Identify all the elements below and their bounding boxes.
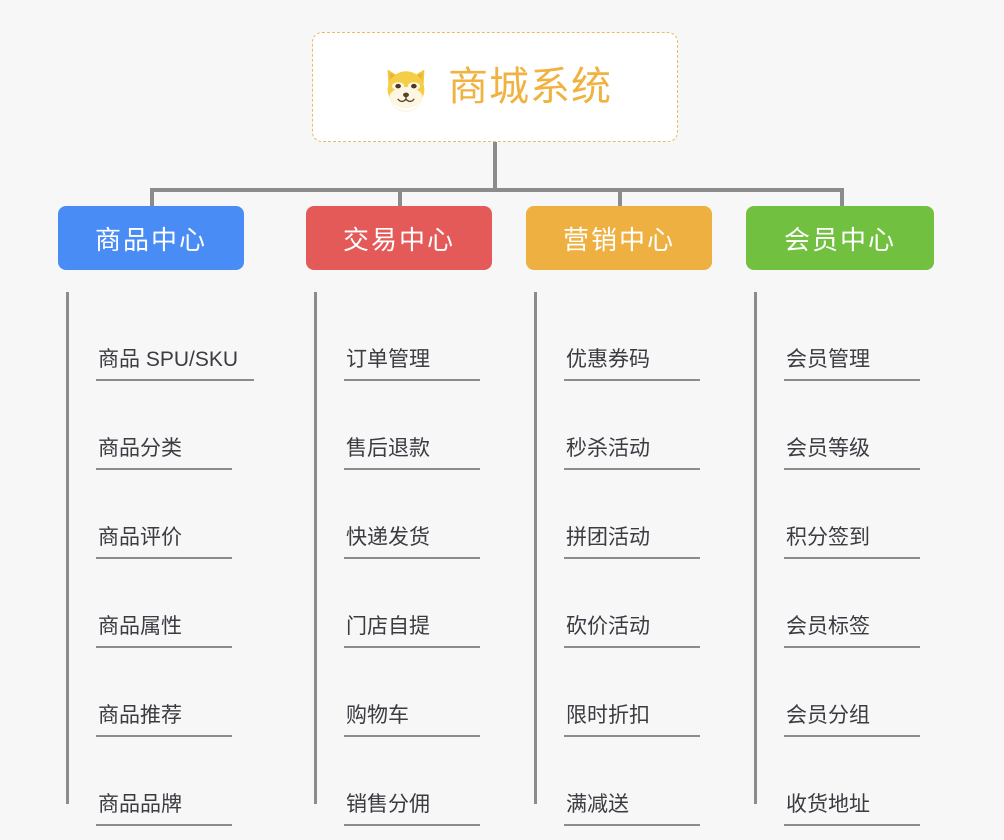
connector-root-stem bbox=[493, 142, 497, 190]
leaf-item[interactable]: 限时折扣 bbox=[564, 648, 746, 737]
leaf-label: 快递发货 bbox=[344, 527, 480, 559]
leaf-item[interactable]: 秒杀活动 bbox=[564, 381, 746, 470]
leaf-label: 售后退款 bbox=[344, 438, 480, 470]
category-header-trade-center[interactable]: 交易中心 bbox=[306, 206, 492, 270]
leaf-list-trade-center: 订单管理 售后退款 快递发货 门店自提 购物车 销售分佣 bbox=[306, 292, 526, 826]
column-trade-center: 交易中心 订单管理 售后退款 快递发货 门店自提 购物车 销售分佣 bbox=[306, 206, 526, 826]
leaf-list-product-center: 商品 SPU/SKU 商品分类 商品评价 商品属性 商品推荐 商品品牌 bbox=[58, 292, 278, 826]
leaf-label: 满减送 bbox=[564, 794, 700, 826]
leaf-label: 限时折扣 bbox=[564, 705, 700, 737]
column-marketing-center: 营销中心 优惠券码 秒杀活动 拼团活动 砍价活动 限时折扣 满减送 bbox=[526, 206, 746, 826]
category-header-marketing-center[interactable]: 营销中心 bbox=[526, 206, 712, 270]
connector-drop-3 bbox=[618, 188, 622, 212]
leaf-item[interactable]: 商品分类 bbox=[96, 381, 278, 470]
leaf-label: 商品评价 bbox=[96, 527, 232, 559]
leaf-label: 购物车 bbox=[344, 705, 480, 737]
leaf-item[interactable]: 会员管理 bbox=[784, 292, 966, 381]
leaf-trunk bbox=[534, 292, 537, 804]
leaf-label: 收货地址 bbox=[784, 794, 920, 826]
category-header-label: 会员中心 bbox=[783, 224, 896, 255]
leaf-item[interactable]: 砍价活动 bbox=[564, 559, 746, 648]
column-product-center: 商品中心 商品 SPU/SKU 商品分类 商品评价 商品属性 商品推荐 商品品牌 bbox=[58, 206, 278, 826]
category-header-label: 商品中心 bbox=[94, 224, 207, 255]
leaf-label: 砍价活动 bbox=[564, 616, 700, 648]
category-header-label: 营销中心 bbox=[562, 224, 675, 255]
category-header-member-center[interactable]: 会员中心 bbox=[746, 206, 934, 270]
leaf-item[interactable]: 会员分组 bbox=[784, 648, 966, 737]
category-header-label: 交易中心 bbox=[342, 224, 455, 255]
leaf-item[interactable]: 商品品牌 bbox=[96, 737, 278, 826]
category-header-product-center[interactable]: 商品中心 bbox=[58, 206, 244, 270]
connector-drop-2 bbox=[398, 188, 402, 212]
leaf-label: 门店自提 bbox=[344, 616, 480, 648]
leaf-label: 会员标签 bbox=[784, 616, 920, 648]
connector-bus bbox=[150, 188, 844, 192]
leaf-item[interactable]: 门店自提 bbox=[344, 559, 526, 648]
leaf-label: 销售分佣 bbox=[344, 794, 480, 826]
leaf-trunk bbox=[66, 292, 69, 804]
leaf-trunk bbox=[314, 292, 317, 804]
leaf-item[interactable]: 商品评价 bbox=[96, 470, 278, 559]
leaf-trunk bbox=[754, 292, 757, 804]
leaf-item[interactable]: 商品属性 bbox=[96, 559, 278, 648]
leaf-item[interactable]: 销售分佣 bbox=[344, 737, 526, 826]
leaf-item[interactable]: 会员等级 bbox=[784, 381, 966, 470]
connector-drop-1 bbox=[150, 188, 154, 212]
leaf-item[interactable]: 售后退款 bbox=[344, 381, 526, 470]
leaf-item[interactable]: 商品推荐 bbox=[96, 648, 278, 737]
leaf-list-member-center: 会员管理 会员等级 积分签到 会员标签 会员分组 收货地址 bbox=[746, 292, 966, 826]
leaf-label: 秒杀活动 bbox=[564, 438, 700, 470]
leaf-label: 会员等级 bbox=[784, 438, 920, 470]
root-title: 商城系统 bbox=[448, 65, 612, 109]
leaf-item[interactable]: 满减送 bbox=[564, 737, 746, 826]
leaf-item[interactable]: 收货地址 bbox=[784, 737, 966, 826]
leaf-item[interactable]: 订单管理 bbox=[344, 292, 526, 381]
leaf-label: 拼团活动 bbox=[564, 527, 700, 559]
leaf-item[interactable]: 快递发货 bbox=[344, 470, 526, 559]
column-member-center: 会员中心 会员管理 会员等级 积分签到 会员标签 会员分组 收货地址 bbox=[746, 206, 966, 826]
leaf-label: 优惠券码 bbox=[564, 349, 700, 381]
leaf-label: 商品推荐 bbox=[96, 705, 232, 737]
leaf-item[interactable]: 积分签到 bbox=[784, 470, 966, 559]
leaf-label: 商品属性 bbox=[96, 616, 232, 648]
leaf-label: 积分签到 bbox=[784, 527, 920, 559]
leaf-item[interactable]: 拼团活动 bbox=[564, 470, 746, 559]
shiba-inu-dog-face-icon bbox=[378, 59, 434, 115]
leaf-item[interactable]: 购物车 bbox=[344, 648, 526, 737]
leaf-item[interactable]: 商品 SPU/SKU bbox=[96, 292, 278, 381]
leaf-item[interactable]: 优惠券码 bbox=[564, 292, 746, 381]
leaf-label: 订单管理 bbox=[344, 349, 480, 381]
leaf-label: 商品 SPU/SKU bbox=[96, 349, 255, 381]
leaf-item[interactable]: 会员标签 bbox=[784, 559, 966, 648]
connector-drop-4 bbox=[840, 188, 844, 212]
leaf-label: 商品分类 bbox=[96, 438, 232, 470]
leaf-label: 会员分组 bbox=[784, 705, 920, 737]
leaf-label: 商品品牌 bbox=[96, 794, 232, 826]
leaf-label: 会员管理 bbox=[784, 349, 920, 381]
root-node[interactable]: 商城系统 bbox=[312, 32, 678, 142]
leaf-list-marketing-center: 优惠券码 秒杀活动 拼团活动 砍价活动 限时折扣 满减送 bbox=[526, 292, 746, 826]
